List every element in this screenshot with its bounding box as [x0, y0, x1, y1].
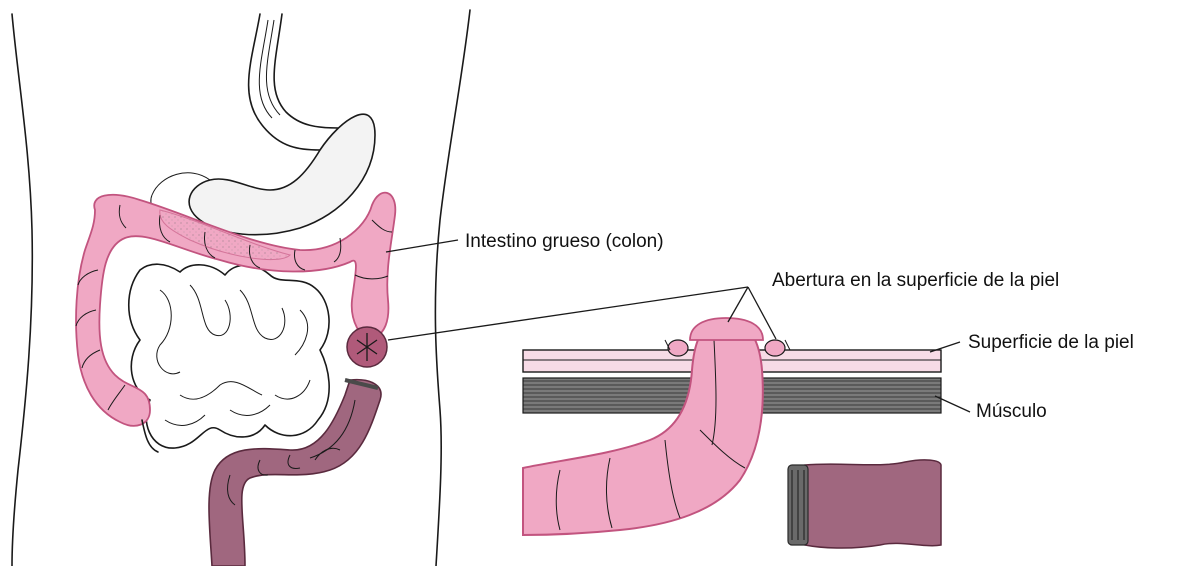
- label-muscle: Músculo: [976, 401, 1047, 422]
- rectum: [209, 380, 381, 566]
- torso-outline-right: [435, 10, 470, 566]
- label-skin-opening: Abertura en la superficie de la piel: [772, 270, 1059, 291]
- torso-illustration: [12, 10, 470, 566]
- ostomy-bag-piece: [788, 460, 941, 548]
- label-large-intestine: Intestino grueso (colon): [465, 231, 664, 252]
- small-intestine: [129, 264, 329, 448]
- stomach: [189, 114, 375, 234]
- stoma: [347, 327, 387, 367]
- label-skin-surface: Superficie de la piel: [968, 332, 1134, 353]
- cross-section-illustration: [523, 318, 941, 548]
- esophagus-right: [274, 14, 338, 128]
- torso-outline-left: [12, 14, 32, 566]
- stoma-opening: [690, 318, 763, 340]
